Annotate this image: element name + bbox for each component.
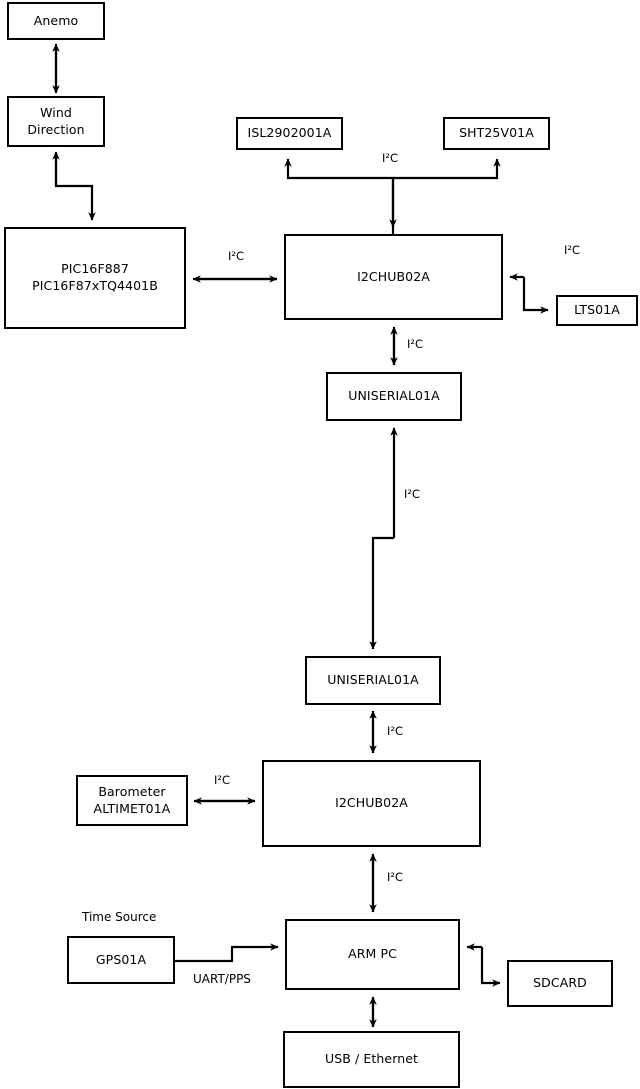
node-isl2902001a-label: ISL2902001A	[247, 125, 332, 141]
node-arm-pc[interactable]: ARM PC	[285, 919, 460, 990]
node-usb-ethernet[interactable]: USB / Ethernet	[283, 1031, 460, 1088]
node-wind-direction-label: Wind Direction	[27, 104, 85, 137]
node-arm-pc-label: ARM PC	[348, 946, 397, 962]
edge-gps-arm	[175, 943, 279, 963]
edge-hub-top-sensors	[284, 158, 501, 234]
node-anemo-label: Anemo	[33, 12, 79, 28]
node-i2chub02a-bottom-label: I2CHUB02A	[335, 795, 408, 811]
node-usb-ethernet-label: USB / Ethernet	[324, 1051, 419, 1067]
node-anemo[interactable]: Anemo	[7, 2, 105, 40]
edge-label-barometer-to-hub-bottom: I²C	[214, 773, 231, 787]
node-lts01a[interactable]: LTS01A	[556, 295, 638, 326]
node-sdcard-label: SDCARD	[533, 975, 587, 991]
node-i2chub02a-bottom[interactable]: I2CHUB02A	[262, 760, 481, 847]
edge-label-uniserial-link: I²C	[404, 487, 421, 501]
edge-label-gps-to-arm: UART/PPS	[193, 972, 251, 986]
node-isl2902001a[interactable]: ISL2902001A	[236, 117, 343, 150]
node-sdcard[interactable]: SDCARD	[507, 960, 613, 1007]
edge-uniserial-link	[369, 427, 398, 650]
node-barometer-altimet01a-label: Barometer ALTIMET01A	[93, 783, 171, 816]
node-sht25v01a[interactable]: SHT25V01A	[443, 117, 550, 150]
node-uniserial01a-top[interactable]: UNISERIAL01A	[326, 372, 462, 421]
node-lts01a-label: LTS01A	[574, 302, 620, 318]
edge-label-hub-bottom-to-arm: I²C	[387, 870, 404, 884]
node-pic-mcu[interactable]: PIC16F887 PIC16F87xTQ4401B	[4, 227, 186, 329]
node-pic-mcu-label: PIC16F887 PIC16F87xTQ4401B	[32, 261, 158, 293]
node-sht25v01a-label: SHT25V01A	[459, 125, 534, 141]
node-i2chub02a-top[interactable]: I2CHUB02A	[284, 234, 503, 320]
edge-pic-wind-direction	[52, 151, 96, 221]
edge-label-uniserial-bottom-to-hub-bottom: I²C	[387, 724, 404, 738]
edge-label-hub-top-to-lts: I²C	[564, 243, 581, 257]
node-i2chub02a-top-label: I2CHUB02A	[357, 268, 430, 284]
node-barometer-altimet01a[interactable]: Barometer ALTIMET01A	[76, 775, 188, 826]
node-uniserial01a-bottom-label: UNISERIAL01A	[327, 672, 419, 688]
edge-label-hub-top-to-uniserial-top: I²C	[407, 337, 424, 351]
edge-hub-top-lts	[509, 273, 549, 314]
node-gps01a-label: GPS01A	[95, 951, 147, 967]
node-uniserial01a-top-label: UNISERIAL01A	[348, 388, 440, 404]
edge-arm-sdcard	[466, 943, 501, 987]
node-wind-direction[interactable]: Wind Direction	[7, 96, 105, 147]
annotation-time-source: Time Source	[82, 910, 157, 924]
edge-label-pic-to-hub-top: I²C	[228, 249, 245, 263]
node-uniserial01a-bottom[interactable]: UNISERIAL01A	[305, 656, 441, 705]
node-gps01a[interactable]: GPS01A	[67, 936, 175, 984]
edge-label-sensors-to-hub-top: I²C	[382, 151, 399, 165]
